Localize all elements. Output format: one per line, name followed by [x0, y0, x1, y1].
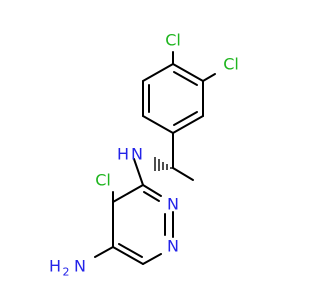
- atom-label-nh2-sub: 2: [63, 266, 70, 279]
- atom-label-cl-top: Cl: [165, 31, 181, 50]
- atom-label-nh2-h: H: [49, 257, 61, 276]
- atom-label-n-ring-upper: N: [167, 195, 179, 214]
- atom-label-nh2-n: N: [74, 257, 86, 276]
- bond: [142, 63, 174, 82]
- bond-ring-cl-right: [202, 73, 216, 82]
- bond-nh-pyrimidine: [133, 158, 144, 186]
- atom-label-nh-n: N: [131, 145, 143, 164]
- bond: [112, 246, 144, 265]
- atom-label-n-ring-lower: N: [167, 237, 179, 256]
- bond: [142, 253, 162, 265]
- atom-label-cl-ring: Cl: [95, 171, 111, 190]
- bond-inner: [173, 71, 198, 86]
- bond-inner: [143, 191, 160, 202]
- bond-inner: [173, 111, 198, 126]
- bond-ring-nh2: [94, 246, 114, 258]
- bond: [172, 63, 204, 82]
- pyrimidine-ring: [112, 184, 174, 265]
- hashed-wedge-bond: [154, 157, 172, 171]
- dichlorophenyl-ring: [142, 63, 204, 134]
- bond: [112, 184, 144, 203]
- bond: [142, 115, 174, 134]
- bond-chiral-methyl: [172, 167, 194, 181]
- bond: [172, 115, 204, 134]
- molecule-structure: Cl Cl N H Cl N N H 2 N: [49, 31, 239, 279]
- bond-inner: [118, 243, 143, 258]
- atom-label-cl-right: Cl: [223, 55, 239, 74]
- bond: [142, 184, 162, 197]
- atom-label-nh-h: H: [117, 145, 129, 164]
